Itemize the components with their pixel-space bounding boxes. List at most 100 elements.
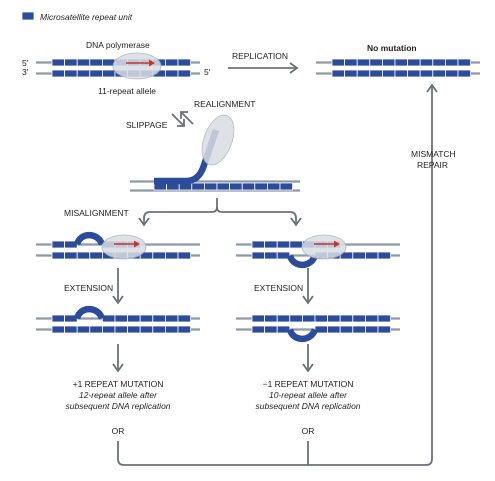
repeat-unit (164, 314, 179, 323)
repeat-unit (64, 58, 78, 67)
repeat-unit (444, 69, 459, 78)
repeat-unit (76, 325, 91, 334)
repeat-unit (152, 325, 166, 334)
minus-mutation-label: −1 REPEAT MUTATION (263, 379, 354, 389)
repeat-unit (419, 58, 434, 67)
repeat-unit (419, 69, 434, 78)
plus-desc-1: 12-repeat allele after (79, 390, 158, 400)
repeat-unit (264, 251, 278, 260)
repeat-unit (102, 69, 116, 78)
left-misaligned-duplex (36, 231, 200, 260)
repeat-unit (177, 314, 192, 323)
repeat-unit (364, 325, 379, 334)
repeat-unit (394, 58, 409, 67)
repeat-unit (164, 69, 179, 78)
right-extended-duplex (236, 314, 400, 343)
slipped-strand (154, 128, 220, 185)
repeat-unit (114, 325, 129, 334)
split-arrow-right (216, 206, 297, 224)
mismatch-repair-label-2: REPAIR (417, 160, 448, 170)
repeat-unit (76, 69, 91, 78)
repeat-unit (203, 182, 218, 191)
or-left-label: OR (112, 426, 125, 436)
repeat-unit (164, 58, 179, 67)
repeat-unit (76, 251, 91, 260)
repeat-unit (331, 58, 346, 67)
or-right-label: OR (302, 426, 315, 436)
repeat-unit (356, 69, 371, 78)
repeat-unit (251, 251, 266, 260)
repeat-unit (264, 325, 278, 334)
repeat-unit (344, 58, 358, 67)
repeat-unit (432, 69, 446, 78)
repeat-unit (114, 314, 129, 323)
five-prime-right-label: 5' (204, 67, 211, 77)
repeat-loop (73, 305, 106, 320)
repeat-unit (64, 251, 78, 260)
repeat-unit (89, 251, 103, 260)
five-prime-label: 5' (22, 58, 29, 68)
repeat-unit (369, 58, 383, 67)
repeat-unit (457, 69, 472, 78)
left-extended-duplex (36, 305, 200, 334)
repeat-unit (381, 69, 396, 78)
repeat-unit (216, 182, 231, 191)
repeat-unit (289, 240, 303, 249)
repeat-unit (64, 325, 78, 334)
repeat-unit (377, 325, 392, 334)
repeat-unit (264, 314, 278, 323)
repeat-unit (152, 314, 166, 323)
repeat-unit (76, 58, 91, 67)
misalignment-label: MISALIGNMENT (64, 208, 129, 218)
legend-label: Microsatellite repeat unit (40, 12, 133, 22)
repeat-unit (152, 251, 166, 260)
repeat-unit (64, 69, 78, 78)
minus-desc-1: 10-repeat allele after (269, 390, 348, 400)
repeat-unit (331, 69, 346, 78)
slippage-arrow (171, 113, 185, 127)
repeat-unit (177, 251, 192, 260)
repeat-unit (339, 325, 354, 334)
repeat-unit (51, 314, 66, 323)
repeat-unit (377, 251, 392, 260)
repeat-unit (352, 251, 366, 260)
dna-polymerase-shape (112, 52, 162, 80)
repeat-unit (352, 325, 366, 334)
repeat-unit (51, 58, 66, 67)
three-prime-label: 3' (22, 67, 29, 77)
repeat-unit (432, 58, 446, 67)
repeat-unit (251, 314, 266, 323)
minus-desc-2: subsequent DNA replication (255, 401, 360, 411)
repeat-unit (364, 314, 379, 323)
mismatch-repair-path (117, 86, 433, 466)
slippage-label: SLIPPAGE (126, 120, 168, 130)
repeat-unit (254, 182, 268, 191)
repeat-unit (407, 58, 421, 67)
plus-mutation-label: +1 REPEAT MUTATION (73, 379, 164, 389)
repeat-loop (73, 231, 106, 246)
repeat-unit (89, 325, 103, 334)
dna-polymerase-label: DNA polymerase (86, 40, 150, 50)
repeat-unit (264, 240, 278, 249)
repeat-unit (164, 325, 179, 334)
realignment-arrow (180, 111, 194, 125)
repeat-unit (139, 314, 154, 323)
repeat-unit (301, 314, 316, 323)
repeat-unit (276, 325, 291, 334)
repeat-unit (251, 325, 266, 334)
repeat-unit (177, 325, 192, 334)
realignment-label: REALIGNMENT (194, 99, 255, 109)
dna-polymerase-slipped (201, 114, 235, 166)
replication-label: REPLICATION (232, 51, 288, 61)
slipped-intermediate (130, 114, 300, 192)
repeat-unit (51, 69, 66, 78)
repeat-unit (51, 325, 66, 334)
repeat-loop (286, 328, 319, 343)
repeat-unit (229, 182, 243, 191)
legend-swatch (21, 11, 35, 21)
repeat-unit (266, 182, 281, 191)
repeat-unit (369, 69, 383, 78)
repeat-unit (276, 251, 291, 260)
repeat-unit (279, 182, 294, 191)
repeat-loop (286, 254, 319, 269)
